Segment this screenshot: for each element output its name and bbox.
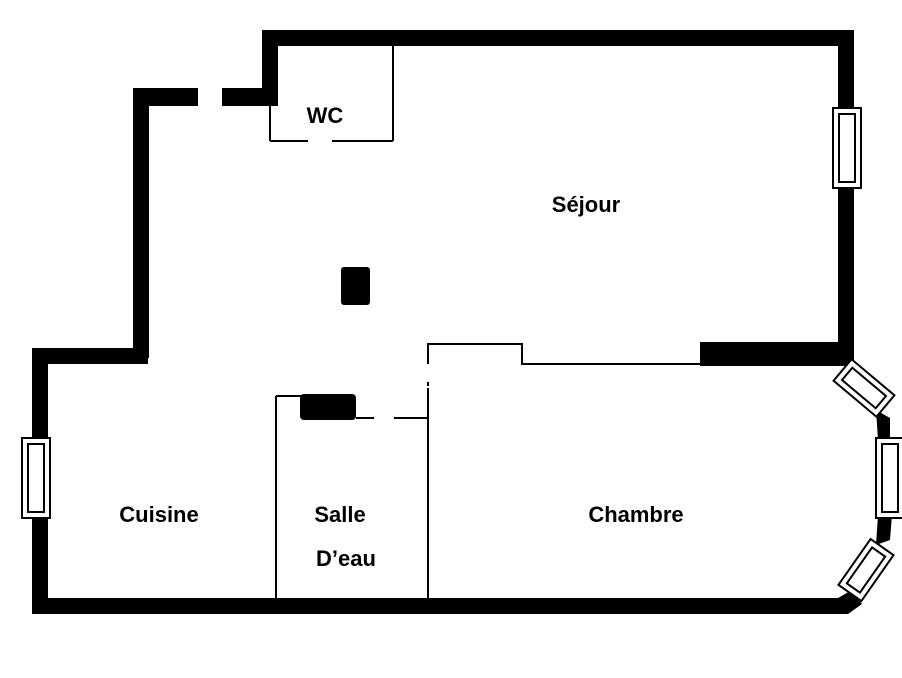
wall-entry-left-segment <box>140 88 198 106</box>
window-bay-lower <box>837 537 895 603</box>
exterior-walls <box>32 30 892 614</box>
wall-bottom <box>32 598 848 614</box>
wall-bay-upper-joint <box>876 410 890 440</box>
window-cuisine-left <box>21 437 51 519</box>
room-label-wc: WC <box>307 103 344 128</box>
window-sejour-right <box>832 107 862 189</box>
room-label-salle-line1: Salle <box>314 502 365 527</box>
sejour-chambre-partition <box>427 343 700 365</box>
wall-left-lower-top <box>32 348 48 438</box>
room-labels: WC Séjour Cuisine Salle D’eau Chambre <box>119 103 683 571</box>
interior-partitions <box>269 46 700 600</box>
fixtures <box>300 267 370 420</box>
room-label-salle-line2: D’eau <box>316 546 376 571</box>
room-label-cuisine: Cuisine <box>119 502 198 527</box>
wall-wc-left-upper <box>262 30 278 106</box>
window-bay-middle <box>875 437 902 519</box>
wall-entry-right-segment <box>222 88 278 106</box>
room-label-chambre: Chambre <box>588 502 683 527</box>
wall-top <box>262 30 854 46</box>
windows <box>21 107 902 603</box>
wall-left-upper <box>133 88 149 358</box>
window-bay-upper <box>832 357 896 419</box>
wall-right-middle <box>838 186 854 366</box>
pillar <box>341 267 370 305</box>
wall-kitchen-top <box>38 348 148 364</box>
wall-bay-lower-joint <box>876 515 892 545</box>
room-label-sejour: Séjour <box>552 192 621 217</box>
wall-left-lower-bottom <box>32 518 48 614</box>
wall-right-upper <box>838 30 854 110</box>
wall-sejour-chambre-thick <box>700 342 854 366</box>
salle-fixture <box>300 394 356 420</box>
